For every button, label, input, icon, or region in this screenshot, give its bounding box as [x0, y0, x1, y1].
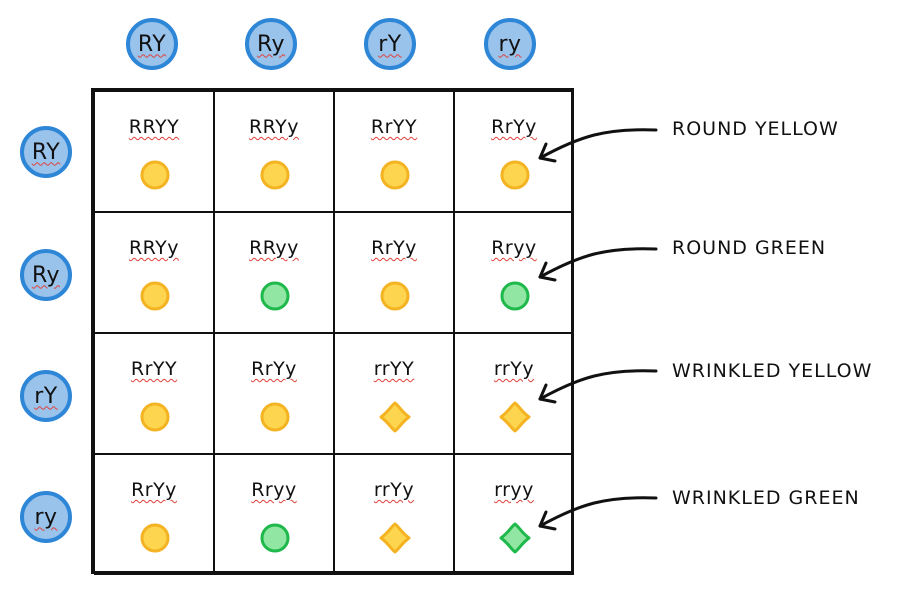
punnett-cell: RRYY — [94, 91, 214, 212]
phenotype-label: ROUND YELLOW — [672, 118, 839, 140]
round-yellow-pea-icon — [260, 402, 290, 432]
punnett-cell: RrYY — [334, 91, 454, 212]
top-gamete-RY: RY — [126, 18, 178, 70]
genotype-label: Rryy — [491, 237, 537, 259]
phenotype-label: WRINKLED GREEN — [672, 487, 860, 509]
round-yellow-pea-icon — [380, 160, 410, 190]
round-yellow-pea-icon — [140, 281, 170, 311]
punnett-cell: Rryy — [454, 212, 574, 333]
genotype-label: Rryy — [251, 479, 297, 501]
round-green-pea-icon — [260, 523, 290, 553]
genotype-label: rrYy — [373, 479, 415, 501]
genotype-label: RRYy — [248, 116, 300, 138]
gamete-label: rY — [34, 383, 58, 409]
punnett-cell: rrYY — [334, 333, 454, 454]
round-yellow-pea-icon — [140, 402, 170, 432]
punnett-cell: RRyy — [214, 212, 334, 333]
punnett-cell: rrYy — [454, 333, 574, 454]
genotype-label: RrYy — [371, 237, 417, 259]
round-yellow-pea-icon — [500, 160, 530, 190]
genotype-label: RRYY — [128, 116, 180, 138]
round-yellow-pea-icon — [380, 281, 410, 311]
punnett-cell: RrYy — [214, 333, 334, 454]
round-yellow-pea-icon — [140, 160, 170, 190]
phenotype-label: WRINKLED YELLOW — [672, 360, 873, 382]
punnett-cell: RrYy — [454, 91, 574, 212]
gamete-label: RY — [31, 139, 61, 165]
gamete-label: Ry — [31, 262, 61, 288]
top-gamete-rY: rY — [364, 18, 416, 70]
genotype-label: RRYy — [128, 237, 180, 259]
round-green-pea-icon — [500, 281, 530, 311]
phenotype-label: ROUND GREEN — [672, 237, 827, 259]
side-gamete-rY: rY — [20, 370, 72, 422]
punnett-cell: RRYy — [214, 91, 334, 212]
gamete-label: ry — [34, 504, 58, 530]
punnett-cell: RrYY — [94, 333, 214, 454]
side-gamete-Ry: Ry — [20, 249, 72, 301]
genotype-label: rrYY — [373, 358, 415, 380]
side-gamete-RY: RY — [20, 126, 72, 178]
punnett-cell: RrYy — [94, 454, 214, 575]
wrinkled-yellow-pea-icon — [499, 401, 531, 433]
round-yellow-pea-icon — [260, 160, 290, 190]
genotype-label: rryy — [494, 479, 534, 501]
punnett-cell: rrYy — [334, 454, 454, 575]
wrinkled-green-pea-icon — [499, 522, 531, 554]
genotype-label: RRyy — [249, 237, 299, 259]
punnett-cell: RrYy — [334, 212, 454, 333]
round-green-pea-icon — [260, 281, 290, 311]
punnett-cell: rryy — [454, 454, 574, 575]
gamete-label: Ry — [256, 31, 286, 57]
top-gamete-Ry: Ry — [245, 18, 297, 70]
punnett-cell: Rryy — [214, 454, 334, 575]
gamete-label: ry — [498, 31, 522, 57]
genotype-label: RrYy — [131, 479, 177, 501]
round-yellow-pea-icon — [140, 523, 170, 553]
genotype-label: RrYY — [130, 358, 178, 380]
genotype-label: RrYy — [491, 116, 537, 138]
punnett-cell: RRYy — [94, 212, 214, 333]
wrinkled-yellow-pea-icon — [379, 522, 411, 554]
gamete-label: rY — [378, 31, 402, 57]
genotype-label: RrYy — [251, 358, 297, 380]
genotype-label: rrYy — [493, 358, 535, 380]
gamete-label: RY — [137, 31, 167, 57]
top-gamete-ry: ry — [484, 18, 536, 70]
genotype-label: RrYY — [370, 116, 418, 138]
side-gamete-ry: ry — [20, 491, 72, 543]
wrinkled-yellow-pea-icon — [379, 401, 411, 433]
